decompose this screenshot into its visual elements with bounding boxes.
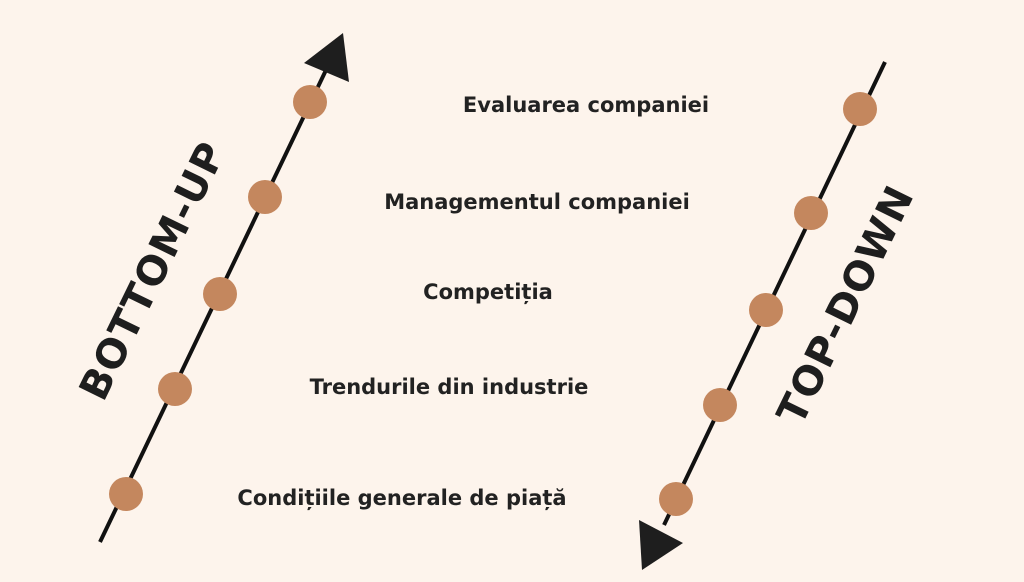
top-down-dot-2 (794, 196, 828, 230)
top-down-dot-5 (659, 482, 693, 516)
step-label-1: Evaluarea companiei (463, 93, 709, 117)
bottom-up-dot-3 (203, 277, 237, 311)
arrow-up-icon (304, 33, 349, 82)
arrow-down-icon (639, 520, 683, 570)
step-label-5: Condițiile generale de piață (237, 486, 566, 511)
bottom-up-dot-5 (109, 477, 143, 511)
bottom-up-dot-2 (248, 180, 282, 214)
bottom-up-dot-4 (158, 372, 192, 406)
top-down-line (662, 61, 887, 526)
step-label-3: Competiția (423, 280, 553, 305)
top-down-dot-4 (703, 388, 737, 422)
step-label-2: Managementul companiei (384, 190, 690, 214)
step-label-4: Trendurile din industrie (310, 375, 589, 399)
top-down-dot-1 (843, 92, 877, 126)
top-down-dot-3 (749, 293, 783, 327)
bottom-up-dot-1 (293, 85, 327, 119)
